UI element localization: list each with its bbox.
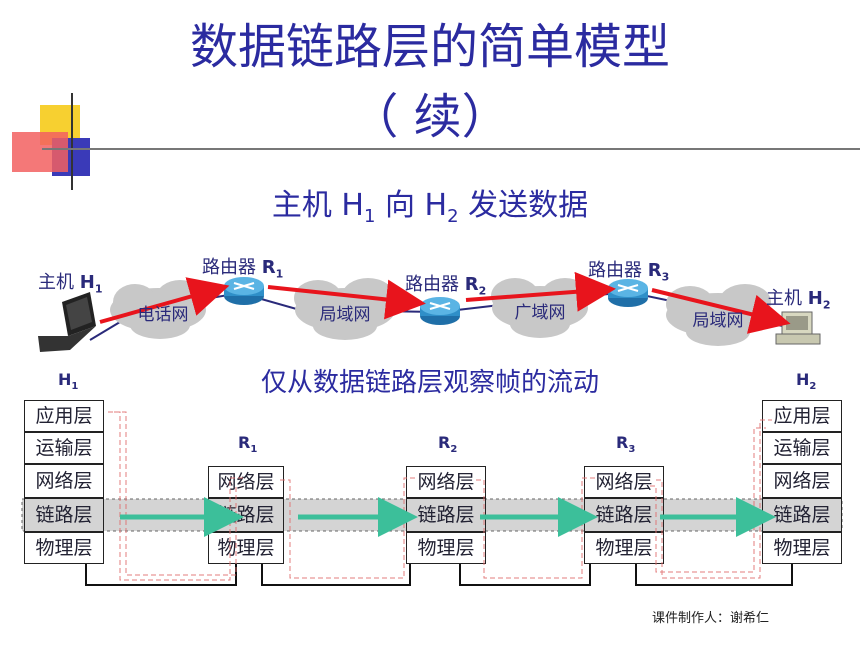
credit-text: 课件制作人：谢希仁 bbox=[652, 611, 770, 626]
router-r2-icon bbox=[420, 297, 460, 325]
host2-label-text: 主机 bbox=[766, 288, 808, 309]
router-r2-sub: 2 bbox=[478, 284, 487, 298]
host1-sub: 1 bbox=[94, 282, 103, 296]
router-r3-name: R bbox=[647, 260, 662, 281]
host1-network-label: 主机 H1 bbox=[38, 268, 102, 296]
stack-r2-sub: 2 bbox=[450, 444, 458, 456]
cloud-wan-label: 广域网 bbox=[514, 303, 566, 323]
decor-red-square bbox=[12, 132, 68, 172]
stack-r3-name: R bbox=[616, 433, 629, 452]
r3-layer-physical: 物理层 bbox=[584, 532, 664, 564]
subtitle: 主机 H1 向 H2 发送数据 bbox=[0, 180, 860, 227]
r1-layer-physical: 物理层 bbox=[208, 532, 284, 564]
frame-trace-lines bbox=[108, 411, 772, 581]
stack-r3-label: R3 bbox=[616, 433, 635, 455]
stack-h1-sub: 1 bbox=[71, 381, 79, 393]
cloud-lan1-label: 局域网 bbox=[319, 305, 371, 325]
stack-r1-name: R bbox=[238, 433, 251, 452]
host1-label-text: 主机 bbox=[38, 272, 80, 293]
host1-name: H bbox=[79, 272, 95, 293]
stack-h2-label: H2 bbox=[796, 370, 816, 392]
router-r1-label-text: 路由器 bbox=[202, 257, 262, 278]
h1-layer-link: 链路层 bbox=[24, 498, 104, 532]
subtitle-suffix: 发送数据 bbox=[458, 188, 589, 223]
h1-layer-physical: 物理层 bbox=[24, 532, 104, 564]
stack-r1-label: R1 bbox=[238, 433, 257, 455]
router-r2-name: R bbox=[464, 274, 479, 295]
host2-sub: 2 bbox=[822, 298, 831, 312]
stack-r3-sub: 3 bbox=[628, 444, 636, 456]
h1-layer-transport: 运输层 bbox=[24, 432, 104, 464]
h1-layer-network: 网络层 bbox=[24, 464, 104, 498]
red-path-arrows bbox=[99, 271, 791, 334]
view-caption: 仅从数据链路层观察帧的流动 bbox=[260, 368, 599, 398]
h2-layer-network: 网络层 bbox=[762, 464, 842, 498]
subtitle-prefix: 主机 H bbox=[271, 188, 364, 223]
cloud-lan2-label: 局域网 bbox=[692, 311, 744, 331]
r2-layer-physical: 物理层 bbox=[406, 532, 486, 564]
router-r1-icon bbox=[224, 277, 264, 305]
laptop-icon bbox=[38, 292, 96, 352]
stack-r2-label: R2 bbox=[438, 433, 457, 455]
router-r2-label: 路由器 R2 bbox=[405, 270, 486, 298]
router-r3-sub: 3 bbox=[661, 270, 670, 284]
page-title: 数据链路层的简单模型 bbox=[189, 19, 670, 75]
router-r3-label: 路由器 R3 bbox=[588, 256, 669, 284]
subtitle-sub1: 1 bbox=[364, 206, 376, 227]
h2-layer-transport: 运输层 bbox=[762, 432, 842, 464]
host2-name: H bbox=[807, 288, 823, 309]
r1-layer-network: 网络层 bbox=[208, 466, 284, 498]
physical-links bbox=[85, 562, 793, 586]
stack-h2-sub: 2 bbox=[809, 381, 817, 393]
stack-r2-name: R bbox=[438, 433, 451, 452]
router-r1-name: R bbox=[261, 257, 276, 278]
stack-h1-name: H bbox=[58, 370, 72, 389]
page-title-continued: （ 续） bbox=[350, 89, 510, 145]
router-r2-label-text: 路由器 bbox=[405, 274, 465, 295]
stack-r1-sub: 1 bbox=[250, 444, 258, 456]
h1-layer-application: 应用层 bbox=[24, 400, 104, 432]
router-r3-label-text: 路由器 bbox=[588, 260, 648, 281]
subtitle-mid: 向 H bbox=[375, 188, 448, 223]
h2-layer-application: 应用层 bbox=[762, 400, 842, 432]
router-r1-label: 路由器 R1 bbox=[202, 253, 283, 281]
h2-layer-physical: 物理层 bbox=[762, 532, 842, 564]
r3-layer-network: 网络层 bbox=[584, 466, 664, 498]
router-r3-icon bbox=[608, 279, 648, 307]
router-r1-sub: 1 bbox=[275, 267, 284, 281]
stack-h1-label: H1 bbox=[58, 370, 78, 392]
subtitle-sub2: 2 bbox=[447, 206, 459, 227]
cloud-phone-label: 电话网 bbox=[137, 305, 189, 325]
host2-network-label: 主机 H2 bbox=[766, 284, 830, 312]
r2-layer-network: 网络层 bbox=[406, 466, 486, 498]
stack-h2-name: H bbox=[796, 370, 810, 389]
